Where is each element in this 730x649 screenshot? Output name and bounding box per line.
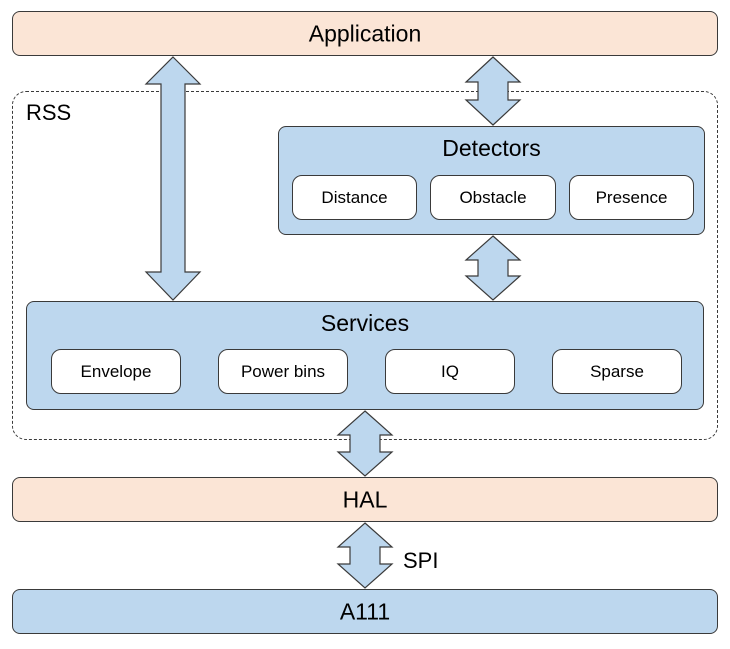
rss-label: RSS [26, 100, 72, 125]
hal-label: HAL [342, 486, 388, 512]
spi-label: SPI [403, 548, 439, 573]
detector-obstacle: Obstacle [430, 175, 556, 220]
arrow-hal-a111 [336, 522, 394, 589]
arrow-application-services [144, 56, 202, 301]
arrow-application-detectors [464, 56, 522, 126]
service-sparse: Sparse [552, 349, 682, 394]
application-layer: Application [12, 11, 718, 56]
a111-layer: A111 [12, 589, 718, 634]
a111-label: A111 [339, 598, 391, 624]
arrow-detectors-services [464, 235, 522, 301]
hal-layer: HAL [12, 477, 718, 522]
detector-presence: Presence [569, 175, 694, 220]
services-title: Services [320, 310, 410, 336]
application-label: Application [308, 20, 422, 46]
detectors-title: Detectors [442, 135, 541, 161]
detector-distance: Distance [292, 175, 417, 220]
arrow-services-hal [336, 410, 394, 477]
service-iq: IQ [385, 349, 515, 394]
service-power-bins: Power bins [218, 349, 348, 394]
service-envelope: Envelope [51, 349, 181, 394]
